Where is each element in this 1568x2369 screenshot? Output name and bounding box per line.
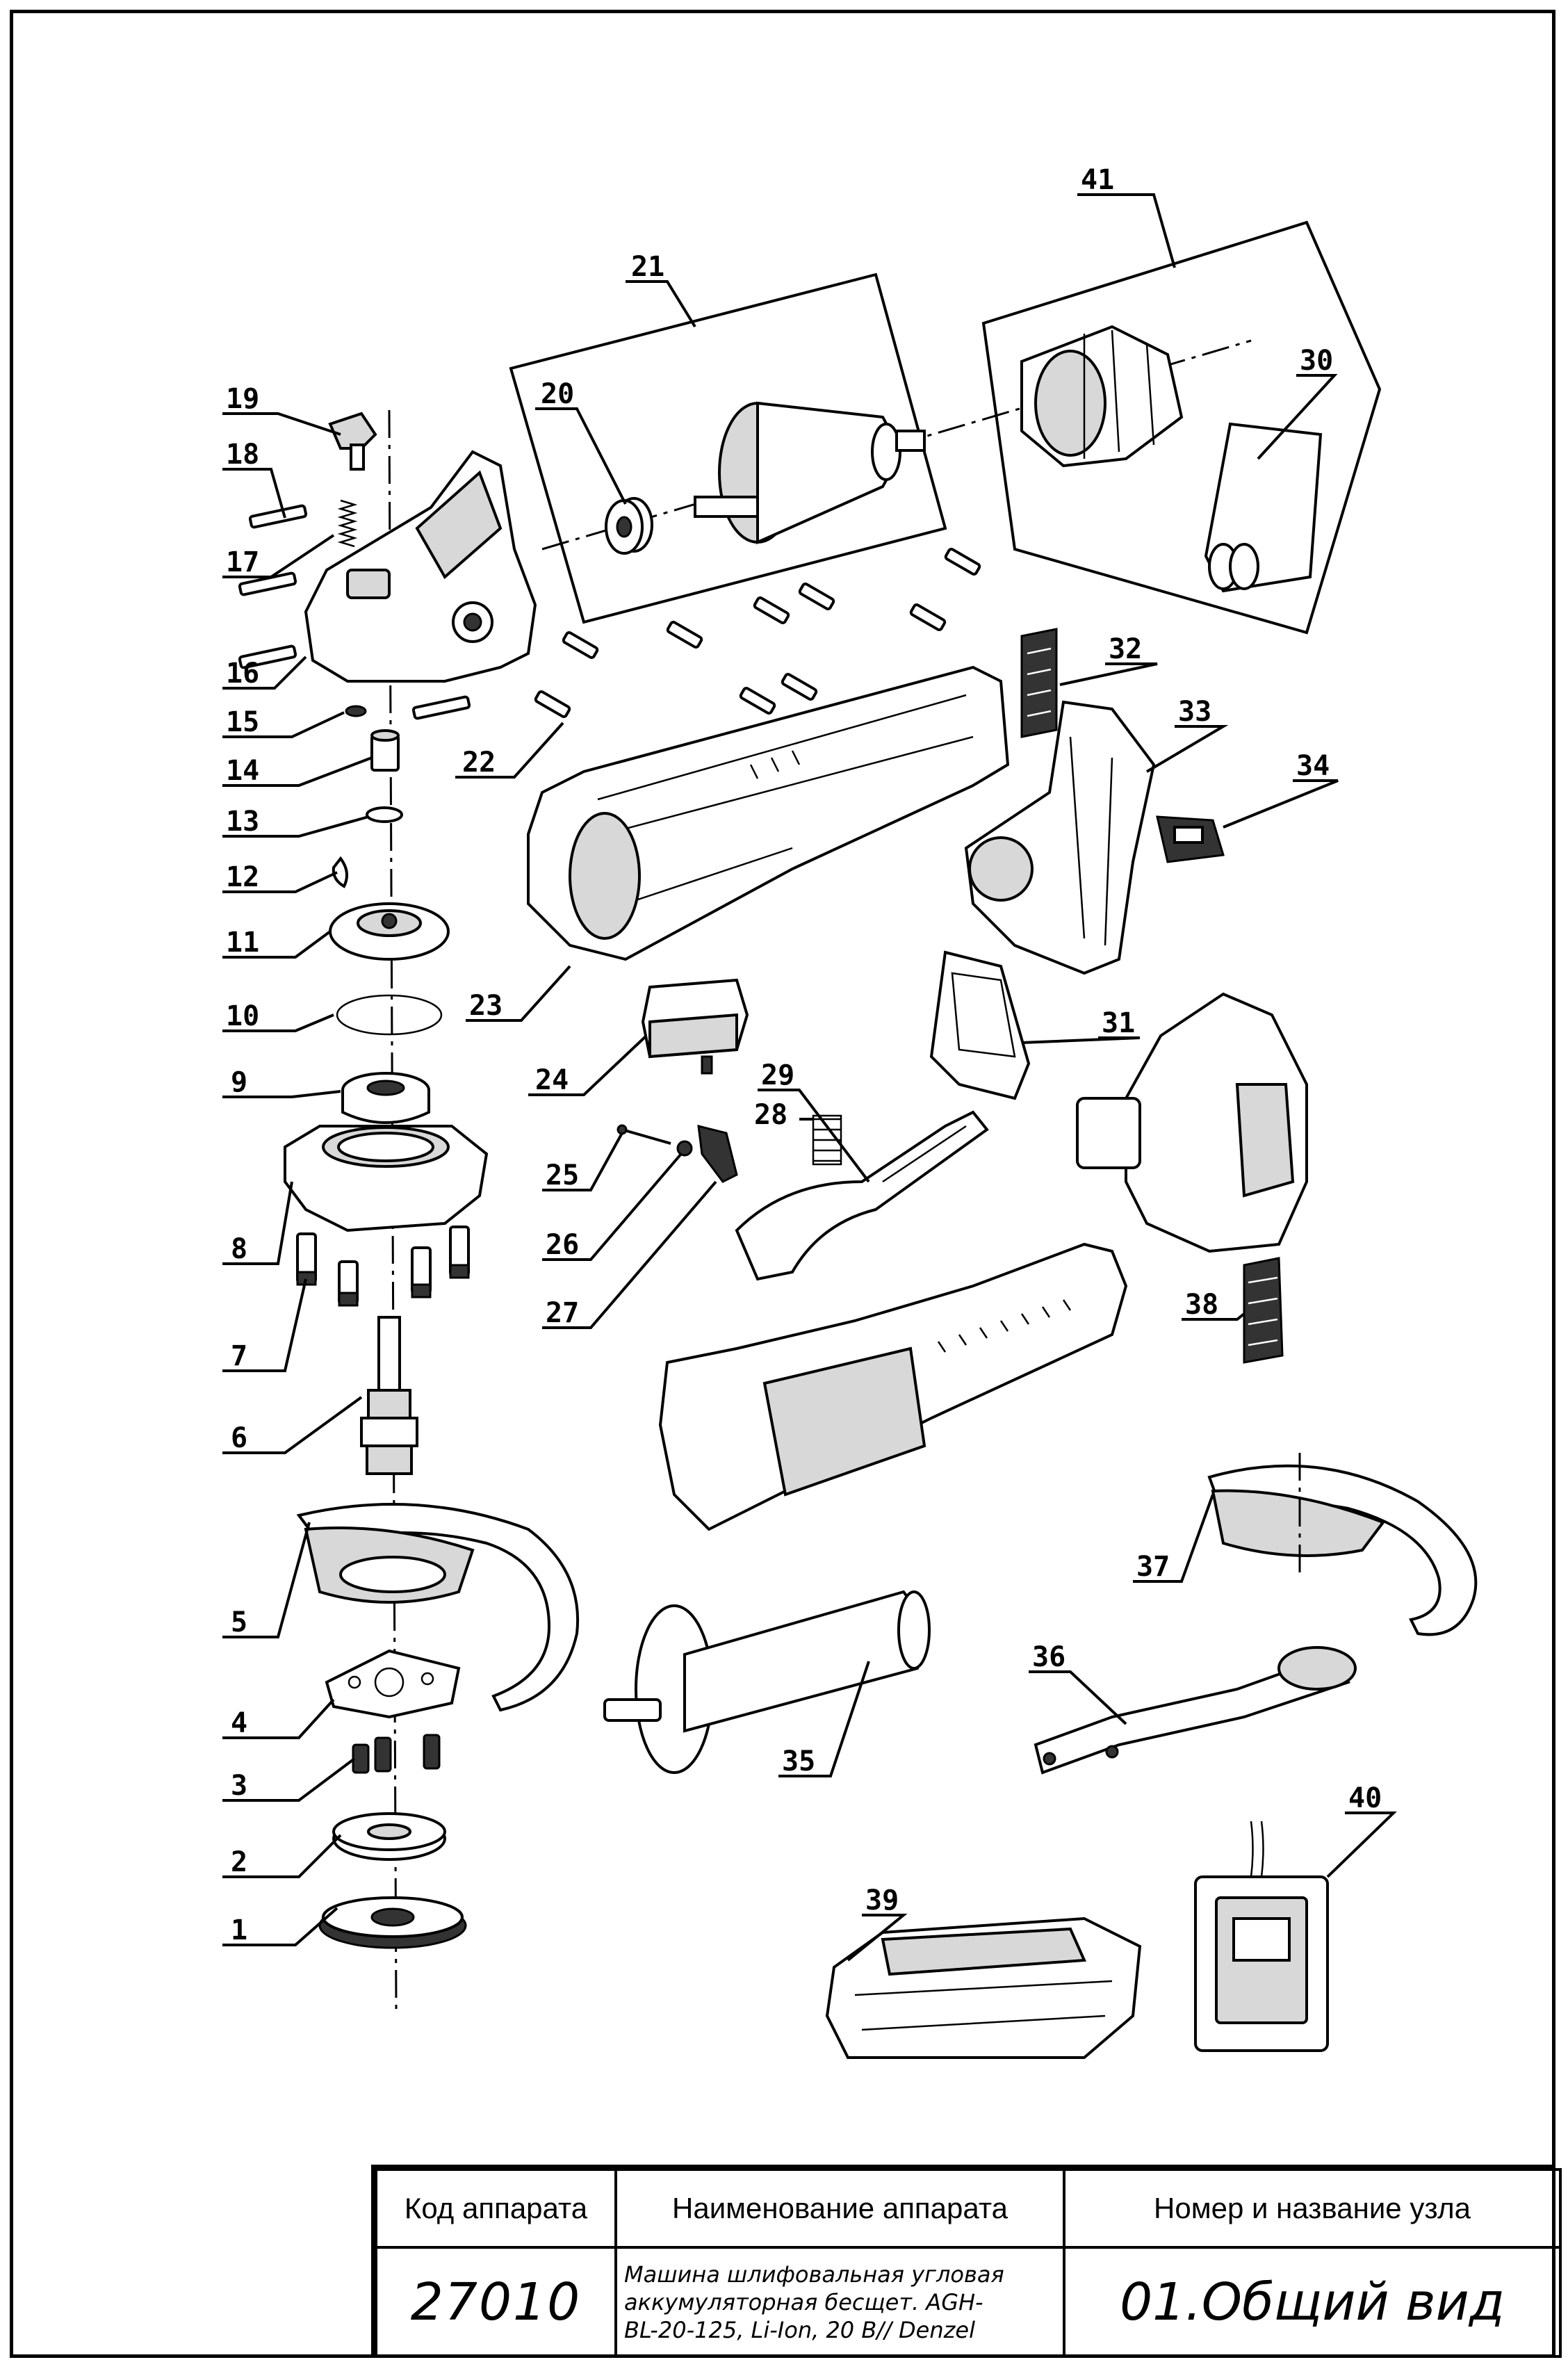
part-8-gear-cover — [284, 1125, 489, 1232]
part-37-guard — [1207, 1453, 1478, 1636]
callout-9: 9 — [231, 1066, 247, 1098]
part-40-charger — [1194, 1821, 1329, 2052]
part-12-key — [332, 856, 348, 888]
part-19-lock-button — [328, 412, 377, 471]
part-9-bearing — [341, 1072, 430, 1124]
callout-4: 4 — [231, 1707, 247, 1739]
callout-30: 30 — [1300, 345, 1333, 377]
part-11-bevel-gear — [329, 902, 450, 961]
callout-20: 20 — [541, 378, 574, 410]
part-34-indicator — [1156, 815, 1225, 863]
part-35-side-handle — [603, 1590, 931, 1774]
callout-33: 33 — [1178, 696, 1211, 728]
callout-25: 25 — [546, 1159, 579, 1191]
callout-34: 34 — [1296, 750, 1330, 782]
part-14-bushing — [370, 729, 400, 772]
part-22-screws — [534, 548, 981, 718]
callout-37: 37 — [1136, 1551, 1170, 1583]
callout-24: 24 — [535, 1064, 569, 1096]
callout-1: 1 — [231, 1914, 247, 1946]
callout-12: 12 — [226, 861, 259, 893]
part-26-spring — [676, 1140, 693, 1157]
callout-23: 23 — [469, 990, 503, 1022]
part-3-screws — [352, 1734, 441, 1774]
callout-10: 10 — [226, 1000, 259, 1032]
part-25-pin — [616, 1124, 671, 1145]
part-33-rear-housing — [964, 700, 1156, 975]
exploded-diagram: 1 2 3 4 5 6 7 8 9 10 11 12 13 14 15 16 1… — [222, 164, 1478, 2059]
part-1-clamp-nut — [318, 1896, 467, 1949]
part-36-wrench — [1034, 1646, 1357, 1775]
part-6-spindle — [360, 1316, 418, 1475]
title-block: Код аппарата Наименование аппарата Номер… — [371, 2165, 1562, 2358]
callout-6: 6 — [231, 1422, 247, 1454]
callout-40: 40 — [1348, 1782, 1382, 1814]
device-code: 27010 — [375, 2246, 617, 2358]
callout-16: 16 — [226, 658, 259, 690]
callout-35: 35 — [782, 1745, 815, 1777]
part-27-lever — [697, 1125, 738, 1183]
callout-11: 11 — [226, 927, 259, 959]
part-30-controller — [1204, 422, 1323, 593]
callout-5: 5 — [231, 1606, 247, 1638]
callout-22: 22 — [462, 747, 496, 779]
part-31-terminal — [929, 950, 1031, 1100]
part-38-vent-grille — [1243, 1257, 1284, 1364]
part-battery-mount — [1076, 992, 1308, 1253]
part-main-body — [658, 1242, 1128, 1531]
part-18-screws — [238, 504, 471, 720]
header-code: Код аппарата — [375, 2168, 617, 2249]
group-41-box — [981, 220, 1382, 635]
callout-28: 28 — [754, 1099, 787, 1131]
part-stator — [1020, 325, 1184, 468]
part-28-spring — [812, 1114, 842, 1166]
part-20-bearing — [605, 497, 653, 555]
part-39-battery — [825, 1916, 1142, 2059]
part-13-washer — [366, 806, 403, 823]
callout-18: 18 — [226, 439, 259, 471]
callout-14: 14 — [226, 755, 259, 787]
device-name: Машина шлифовальная угловая аккумуляторн… — [614, 2246, 1065, 2358]
callout-38: 38 — [1185, 1289, 1218, 1321]
callout-13: 13 — [226, 806, 259, 838]
device-name-line-3: BL-20-125, Li-Ion, 20 В// Denzel — [624, 2316, 975, 2343]
part-4-guard-plate — [325, 1649, 461, 1719]
callout-36: 36 — [1032, 1641, 1065, 1673]
group-21-box — [509, 272, 947, 624]
callout-2: 2 — [231, 1846, 247, 1878]
part-7-bolts — [296, 1226, 470, 1307]
part-10-retaining-ring — [336, 994, 443, 1036]
callout-17: 17 — [226, 546, 259, 578]
callout-15: 15 — [226, 706, 259, 738]
device-name-line-2: аккумуляторная бесщет. AGH- — [624, 2288, 983, 2315]
part-16-gear-head — [304, 450, 537, 683]
node-name: 01.Общий вид — [1063, 2246, 1562, 2358]
part-15-small-washer — [345, 705, 367, 717]
callout-8: 8 — [231, 1233, 247, 1265]
callout-31: 31 — [1102, 1007, 1135, 1039]
callout-7: 7 — [231, 1340, 247, 1372]
callout-3: 3 — [231, 1770, 247, 1802]
callout-19: 19 — [226, 383, 259, 415]
part-2-flange — [332, 1812, 446, 1861]
callout-labels: 1 2 3 4 5 6 7 8 9 10 11 12 13 14 15 16 1… — [226, 164, 1382, 1946]
header-node: Номер и название узла — [1063, 2168, 1562, 2249]
part-17-spring — [337, 499, 358, 548]
part-29-trigger — [735, 1110, 989, 1281]
part-32-vent-grille — [1020, 628, 1058, 738]
callout-32: 32 — [1109, 633, 1142, 665]
callout-21: 21 — [631, 251, 664, 283]
callout-26: 26 — [546, 1229, 579, 1261]
callout-41: 41 — [1081, 164, 1114, 196]
device-name-line-1: Машина шлифовальная угловая — [624, 2261, 1004, 2288]
header-name: Наименование аппарата — [614, 2168, 1065, 2249]
callout-39: 39 — [865, 1884, 899, 1916]
part-5-guard — [296, 1503, 580, 1712]
part-24-switch — [641, 978, 749, 1075]
leader-lines — [222, 193, 1397, 1962]
callout-27: 27 — [546, 1297, 579, 1329]
part-23-housing — [527, 665, 1010, 961]
part-rotor — [694, 401, 926, 545]
callout-29: 29 — [761, 1059, 794, 1091]
